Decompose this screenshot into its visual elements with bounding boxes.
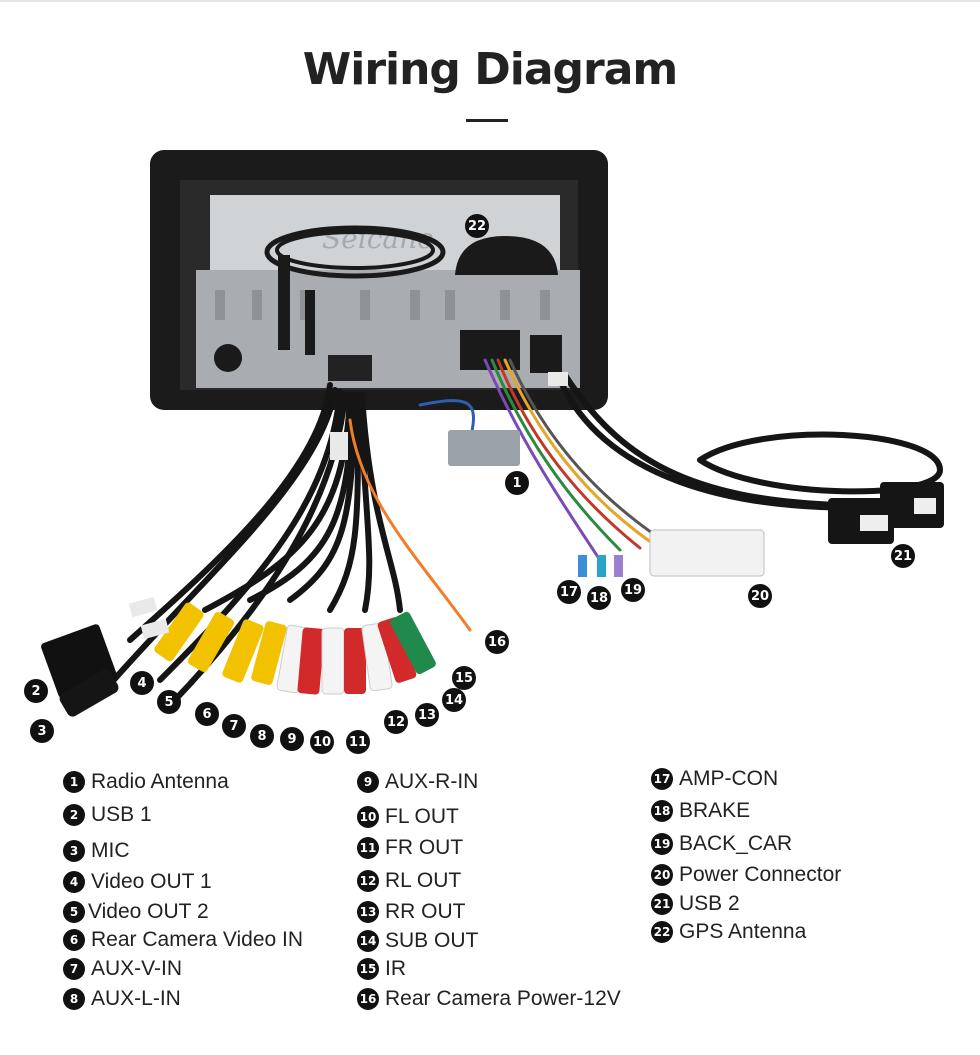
legend-label: Rear Camera Power-12V xyxy=(385,987,621,1010)
legend-number: 19 xyxy=(651,833,673,855)
legend-item-rl-out: 12 RL OUT xyxy=(357,869,461,893)
legend-number: 10 xyxy=(357,806,379,828)
legend-item-brake: 18 BRAKE xyxy=(651,799,750,823)
callout-6: 6 xyxy=(195,702,219,726)
callout-12: 12 xyxy=(384,710,408,734)
legend-item-rear-camera-video-in: 6 Rear Camera Video IN xyxy=(63,928,303,952)
legend-number: 14 xyxy=(357,930,379,952)
legend-label: Video OUT 1 xyxy=(91,870,212,893)
product-illustration: Seicane xyxy=(41,150,944,717)
legend-number: 12 xyxy=(357,870,379,892)
callout-11: 11 xyxy=(346,730,370,754)
legend-number: 22 xyxy=(651,921,673,943)
legend-item-fr-out: 11 FR OUT xyxy=(357,836,463,860)
callout-14: 14 xyxy=(442,688,466,712)
legend-number: 20 xyxy=(651,864,673,886)
legend-number: 15 xyxy=(357,958,379,980)
legend-item-gps-antenna: 22 GPS Antenna xyxy=(651,920,806,944)
legend-number: 16 xyxy=(357,988,379,1010)
callout-2: 2 xyxy=(24,679,48,703)
legend-number: 3 xyxy=(63,840,85,862)
usb2-plug-b xyxy=(880,482,944,528)
legend-item-amp-con: 17 AMP-CON xyxy=(651,767,778,791)
legend-item-usb2: 21 USB 2 xyxy=(651,892,740,916)
legend-number: 8 xyxy=(63,988,85,1010)
legend-item-rr-out: 13 RR OUT xyxy=(357,900,466,924)
legend-item-rear-camera-power: 16 Rear Camera Power-12V xyxy=(357,987,621,1011)
callout-7: 7 xyxy=(222,714,246,738)
legend-item-ir: 15 IR xyxy=(357,957,406,981)
callout-3: 3 xyxy=(30,719,54,743)
legend-label: Rear Camera Video IN xyxy=(91,928,304,951)
legend-label: Video OUT 2 xyxy=(88,900,209,923)
legend-number: 9 xyxy=(357,771,379,793)
legend-label: AUX-R-IN xyxy=(385,770,479,793)
legend-label: RL OUT xyxy=(385,869,462,892)
page-title: Wiring Diagram xyxy=(302,44,679,95)
legend-item-mic: 3 MIC xyxy=(63,839,130,863)
callout-9: 9 xyxy=(280,727,304,751)
title-underline xyxy=(466,119,508,122)
legend-item-power-connector: 20 Power Connector xyxy=(651,863,841,887)
legend-number: 5 xyxy=(63,901,85,923)
legend-label: GPS Antenna xyxy=(679,920,807,943)
callout-22: 22 xyxy=(465,214,489,238)
legend-number: 11 xyxy=(357,837,379,859)
legend-number: 21 xyxy=(651,893,673,915)
legend-label: USB 1 xyxy=(91,803,152,826)
legend-label: FR OUT xyxy=(385,836,464,859)
legend-number: 17 xyxy=(651,768,673,790)
callout-18: 18 xyxy=(587,586,611,610)
legend-item-aux-v-in: 7 AUX-V-IN xyxy=(63,957,182,981)
mic-plug xyxy=(59,669,119,717)
legend-item-aux-r-in: 9 AUX-R-IN xyxy=(357,770,478,794)
callout-16: 16 xyxy=(485,630,509,654)
callout-17: 17 xyxy=(557,580,581,604)
legend-item-usb1: 2 USB 1 xyxy=(63,803,152,827)
callout-1: 1 xyxy=(505,471,529,495)
legend-number: 13 xyxy=(357,901,379,923)
legend-label: MIC xyxy=(91,839,130,862)
callout-19: 19 xyxy=(621,578,645,602)
legend-label: BACK_CAR xyxy=(679,832,793,855)
legend-label: Radio Antenna xyxy=(91,770,229,793)
legend-label: AUX-L-IN xyxy=(91,987,181,1010)
callout-5: 5 xyxy=(157,690,181,714)
legend-label: AUX-V-IN xyxy=(91,957,183,980)
gps-antenna-puck xyxy=(455,236,558,275)
legend-label: FL OUT xyxy=(385,805,459,828)
callout-13: 13 xyxy=(415,703,439,727)
chassis-back xyxy=(196,270,580,388)
legend-label: AMP-CON xyxy=(679,767,779,790)
legend-label: RR OUT xyxy=(385,900,466,923)
callout-20: 20 xyxy=(748,584,772,608)
radio-antenna-plug xyxy=(448,430,520,466)
legend-item-video-out-1: 4 Video OUT 1 xyxy=(63,870,212,894)
callout-4: 4 xyxy=(130,671,154,695)
legend-number: 1 xyxy=(63,771,85,793)
legend-number: 18 xyxy=(651,800,673,822)
legend-number: 6 xyxy=(63,929,85,951)
legend-label: BRAKE xyxy=(679,799,751,822)
power-connector xyxy=(649,529,765,577)
legend-label: IR xyxy=(385,957,406,980)
legend-item-back-car: 19 BACK_CAR xyxy=(651,832,792,856)
rca-plug-group xyxy=(154,602,436,695)
callout-15: 15 xyxy=(452,666,476,690)
legend-item-radio-antenna: 1 Radio Antenna xyxy=(63,770,229,794)
legend-number: 7 xyxy=(63,958,85,980)
legend-item-aux-l-in: 8 AUX-L-IN xyxy=(63,987,181,1011)
callout-21: 21 xyxy=(891,544,915,568)
legend-item-fl-out: 10 FL OUT xyxy=(357,805,459,829)
callout-10: 10 xyxy=(310,730,334,754)
legend-item-sub-out: 14 SUB OUT xyxy=(357,929,478,953)
legend-label: USB 2 xyxy=(679,892,740,915)
legend-label: Power Connector xyxy=(679,863,842,886)
legend-item-video-out-2: 5 Video OUT 2 xyxy=(63,900,209,924)
legend-number: 4 xyxy=(63,871,85,893)
legend-label: SUB OUT xyxy=(385,929,479,952)
top-divider xyxy=(0,0,980,2)
legend-number: 2 xyxy=(63,804,85,826)
callout-8: 8 xyxy=(250,724,274,748)
